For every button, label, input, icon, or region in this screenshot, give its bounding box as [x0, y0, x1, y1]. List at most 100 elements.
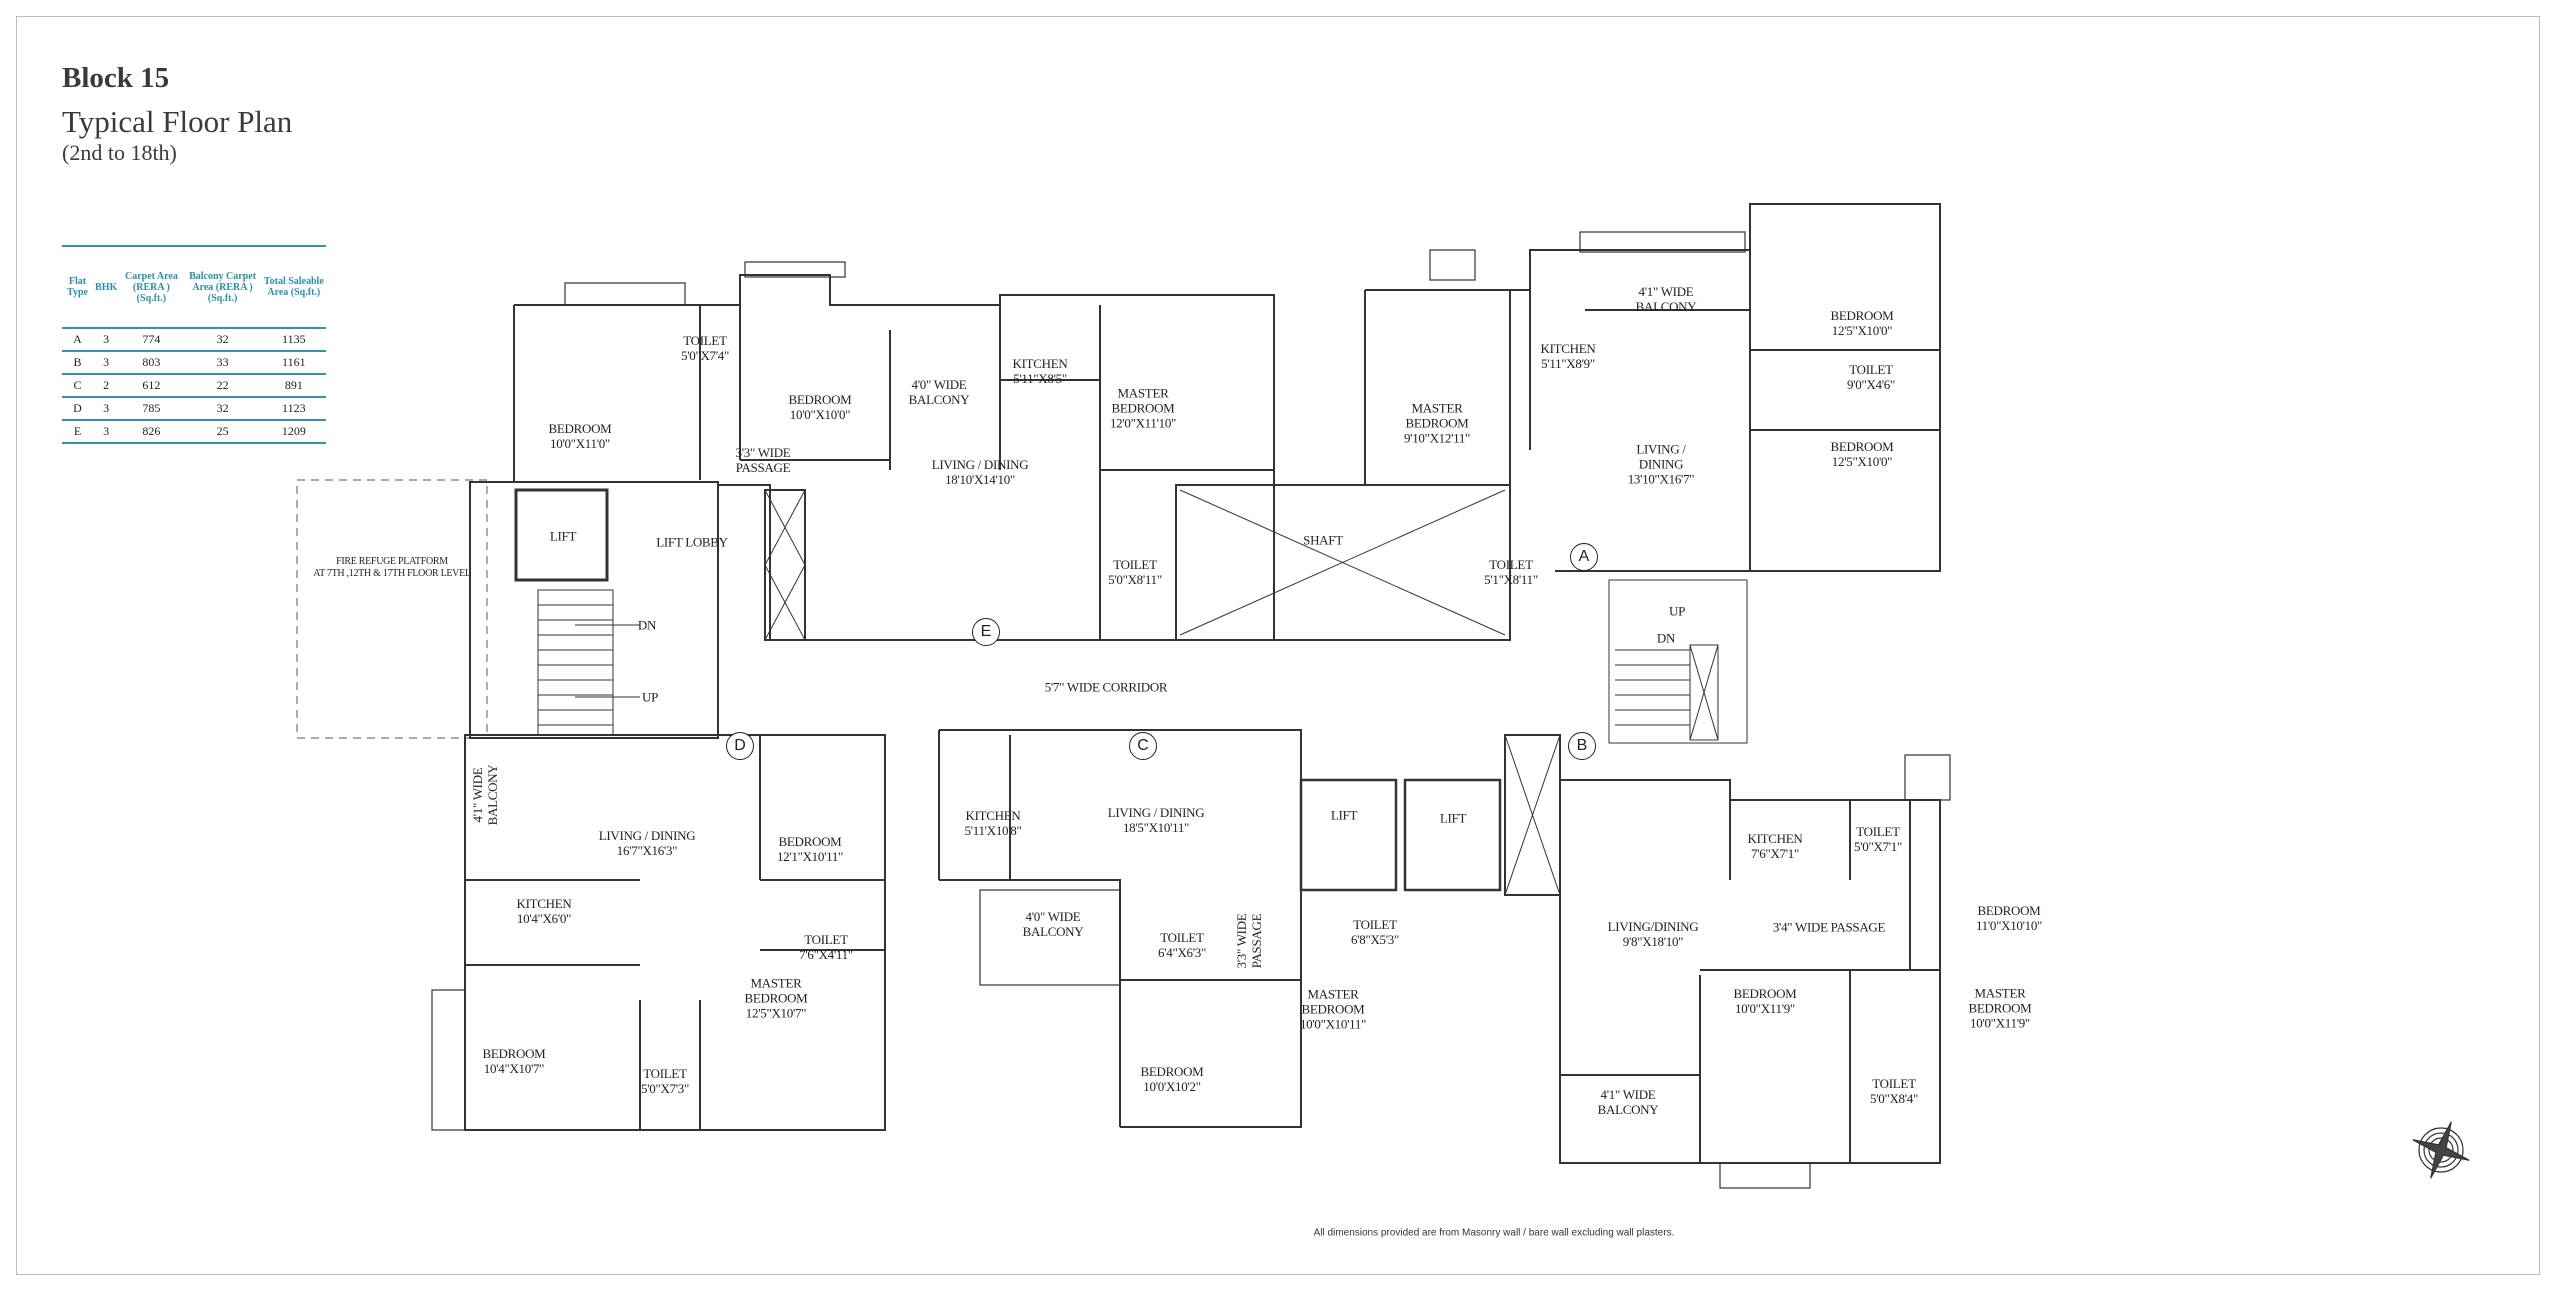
stair-up-label: UP [1668, 603, 1686, 619]
lift-lobby-walls [469, 481, 719, 739]
flat-a-marker: A [1570, 543, 1598, 571]
room-label: LIFT [1330, 807, 1358, 823]
cell: 803 [119, 351, 184, 375]
room-label: 4'0" WIDE BALCONY [1022, 909, 1084, 939]
flat-e-marker: E [972, 618, 1000, 646]
cell: D [62, 397, 94, 421]
room-label: 3'3" WIDE PASSAGE [1234, 913, 1264, 969]
flat-d-marker: D [726, 732, 754, 760]
lift-shaft [514, 488, 609, 582]
balcony-rail [1904, 754, 1951, 801]
cell: 33 [183, 351, 262, 375]
balcony-rail [979, 889, 1121, 986]
page-border [16, 16, 2540, 1275]
header-flat-type: Flat Type [62, 245, 94, 329]
cell: 1135 [261, 328, 326, 352]
flat-c-walls [938, 729, 1302, 1128]
room-label: SHAFT [1303, 532, 1343, 548]
compass-rose-icon [2412, 1121, 2470, 1179]
cell: 3 [93, 420, 120, 444]
dimensions-footnote: All dimensions provided are from Masonry… [1313, 1227, 1675, 1239]
cell: 3 [93, 328, 120, 352]
balcony-rail [1579, 231, 1746, 253]
room-label: 4'1" WIDE BALCONY [1597, 1087, 1659, 1117]
stair-down-label: DN [1656, 630, 1676, 646]
area-table: Flat Type BHK Carpet Area (RERA ) (Sq.ft… [62, 245, 326, 444]
cell: 612 [119, 374, 184, 398]
balcony-rail [564, 282, 686, 306]
table-header: Flat Type BHK Carpet Area (RERA ) (Sq.ft… [62, 245, 326, 329]
flat-d-walls [464, 734, 886, 1131]
room-label: 4'1" WIDE BALCONY [1635, 284, 1697, 314]
shaft-cross [1179, 489, 1506, 636]
cell: 774 [119, 328, 184, 352]
balcony-rail [1719, 1162, 1811, 1189]
cell: 1161 [261, 351, 326, 375]
room-label: FIRE REFUGE PLATFORM AT 7TH ,12TH & 17TH… [313, 556, 471, 579]
room-label: 5'7" WIDE CORRIDOR [1044, 679, 1168, 695]
shaft-box [1175, 484, 1511, 641]
stair-down-label: DN [637, 617, 657, 633]
balcony-rail [1429, 249, 1476, 281]
flat-e-walls [513, 274, 1275, 641]
duct-cross [1504, 734, 1561, 896]
cell: 891 [261, 374, 326, 398]
balcony-rail [744, 261, 846, 278]
cell: 1123 [261, 397, 326, 421]
flat-a-walls [1364, 203, 1941, 572]
lift-shaft [1299, 778, 1398, 892]
cell: A [62, 328, 94, 352]
floor-range: (2nd to 18th) [62, 140, 177, 165]
cell: 3 [93, 397, 120, 421]
header-balcony-area: Balcony Carpet Area (RERA ) (Sq.ft.) [183, 245, 262, 329]
room-label: 4'1" WIDE BALCONY [470, 764, 500, 826]
cell: 2 [93, 374, 120, 398]
flat-c-marker: C [1129, 732, 1157, 760]
room-label: LIFT LOBBY [656, 534, 728, 550]
room-label: LIFT [549, 528, 577, 544]
cell: 1209 [261, 420, 326, 444]
duct-cross [764, 489, 806, 641]
cell: 22 [183, 374, 262, 398]
header-carpet-area: Carpet Area (RERA ) (Sq.ft.) [119, 245, 184, 329]
balcony-rail [431, 989, 466, 1131]
fire-refuge-outline [296, 479, 488, 739]
room-label: 3'3" WIDE PASSAGE [735, 445, 791, 475]
cell: 785 [119, 397, 184, 421]
header-bhk: BHK [93, 245, 120, 329]
room-label: 3'4" WIDE PASSAGE [1772, 919, 1886, 935]
cell: 826 [119, 420, 184, 444]
left-staircase [537, 589, 640, 736]
cell: 25 [183, 420, 262, 444]
cell: 3 [93, 351, 120, 375]
